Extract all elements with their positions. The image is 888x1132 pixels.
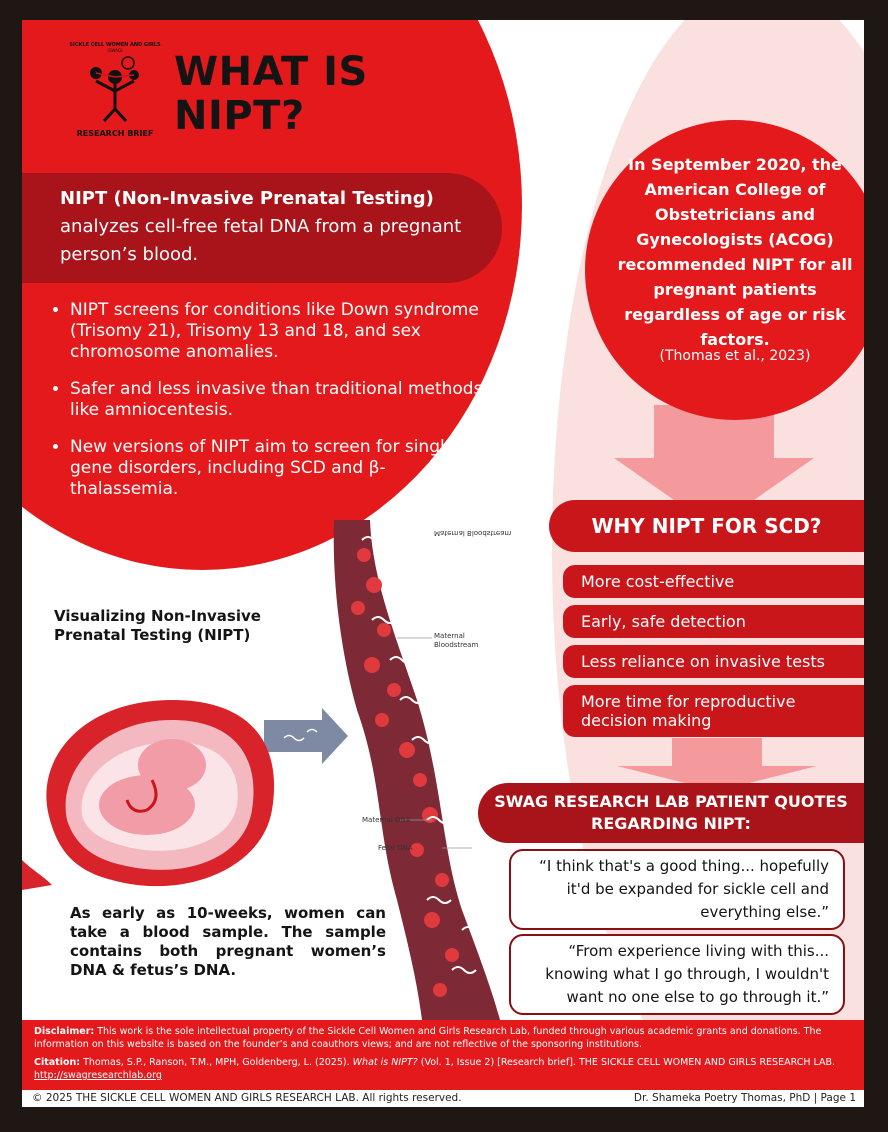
copyright-text: © 2025 THE SICKLE CELL WOMEN AND GIRLS R… <box>32 1092 462 1104</box>
acog-citation: (Thomas et al., 2023) <box>659 348 811 364</box>
list-item: NIPT screens for conditions like Down sy… <box>70 300 490 363</box>
logo-org-name: SICKLE CELL WOMEN AND GIRLS <box>69 42 161 48</box>
citation: Citation: Thomas, S.P., Ranson, T.M., MP… <box>22 1051 864 1082</box>
why-nipt-heading: WHY NIPT FOR SCD? <box>549 500 864 552</box>
definition-bold: NIPT (Non-Invasive Prenatal Testing) <box>60 188 434 209</box>
why-item: More cost-effective <box>563 565 864 598</box>
citation-source: (Vol. 1, Issue 2) [Research brief]. THE … <box>420 1057 836 1068</box>
website-link[interactable]: http://swagresearchlab.org <box>34 1070 162 1081</box>
arrow-down-icon <box>672 738 762 768</box>
visualization-title: Visualizing Non-Invasive Prenatal Testin… <box>54 607 261 644</box>
logo-org-abbrev: (SWAG) <box>107 48 123 53</box>
swag-logo-icon <box>90 56 139 123</box>
why-item: More time for reproductive decision maki… <box>563 685 864 737</box>
author-page: Dr. Shameka Poetry Thomas, PhD | Page 1 <box>633 1092 856 1104</box>
bloodstream-illustration <box>22 520 500 1020</box>
swag-logo: SICKLE CELL WOMEN AND GIRLS (SWAG) RESEA… <box>60 42 170 138</box>
acog-statement: In September 2020, the American College … <box>617 155 853 349</box>
disclaimer: Disclaimer: This work is the sole intell… <box>22 1020 864 1051</box>
why-item: Early, safe detection <box>563 605 864 638</box>
list-item: New versions of NIPT aim to screen for s… <box>70 437 490 500</box>
nipt-bullet-list: NIPT screens for conditions like Down sy… <box>50 300 490 516</box>
logo-research-brief: RESEARCH BRIEF <box>76 129 154 138</box>
patient-quote: “I think that's a good thing... hopefull… <box>509 849 845 930</box>
patient-quote: “From experience living with this... kno… <box>509 934 845 1015</box>
page: SICKLE CELL WOMEN AND GIRLS (SWAG) RESEA… <box>22 20 864 1107</box>
list-item: Safer and less invasive than traditional… <box>70 379 490 421</box>
disclaimer-text: This work is the sole intellectual prope… <box>34 1026 822 1050</box>
citation-title: What is NIPT? <box>352 1057 418 1068</box>
definition-rest: analyzes cell-free fetal DNA from a preg… <box>60 216 462 265</box>
blood-sample-note: As early as 10-weeks, women can take a b… <box>70 904 386 979</box>
page-title: WHAT IS NIPT? <box>174 49 368 139</box>
copyright-row: © 2025 THE SICKLE CELL WOMEN AND GIRLS R… <box>22 1090 864 1107</box>
disclaimer-label: Disclaimer: <box>34 1026 95 1037</box>
maternal-dna-label: Maternal DNA <box>362 816 411 824</box>
citation-label: Citation: <box>34 1057 81 1068</box>
why-item: Less reliance on invasive tests <box>563 645 864 678</box>
definition-pill <box>22 173 502 283</box>
acog-circle <box>585 120 864 420</box>
maternal-bloodstream-label: Maternal Bloodstream <box>434 632 479 649</box>
maternal-bloodstream-label-mirrored: Maternal Bloodstream <box>434 529 512 537</box>
patient-quotes-heading: SWAG RESEARCH LAB PATIENT QUOTES REGARDI… <box>478 783 864 843</box>
fetal-dna-label: Fetal DNA <box>378 844 413 852</box>
definition-text: NIPT (Non-Invasive Prenatal Testing) ana… <box>60 185 480 269</box>
citation-authors: Thomas, S.P., Ranson, T.M., MPH, Goldenb… <box>83 1057 350 1068</box>
arrow-right-icon <box>264 708 348 764</box>
